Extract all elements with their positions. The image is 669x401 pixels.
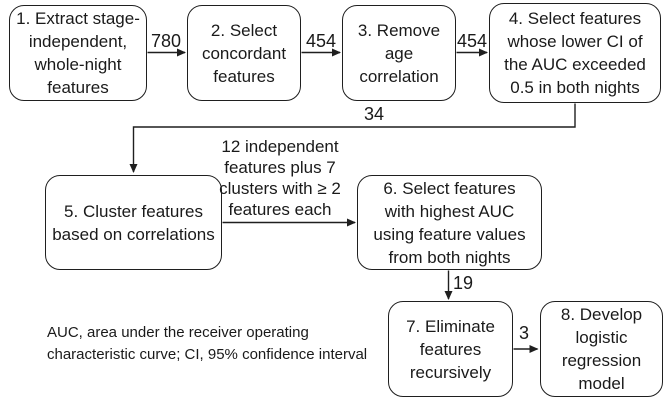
flow-step-6-select-highest-auc: 6. Select features with highest AUC usin… [357, 175, 542, 270]
edge-count-2-3: 454 [305, 31, 337, 51]
abbreviation-footnote: AUC, area under the receiver operating c… [47, 324, 368, 363]
flow-step-4-select-lower-ci: 4. Select features whose lower CI of the… [489, 3, 661, 103]
edge-annotation-5-6: 12 independent features plus 7 clusters … [219, 137, 341, 219]
edge-count-6-7: 19 [452, 273, 474, 293]
edge-count-4-5: 34 [363, 104, 385, 124]
edge-count-3-4: 454 [456, 31, 488, 51]
flow-step-1-extract-features: 1. Extract stage-independent, whole-nigh… [9, 5, 147, 101]
edge-count-1-2: 780 [150, 31, 182, 51]
flow-step-8-logistic-regression: 8. Develop logistic regression model [540, 301, 663, 397]
edge-count-7-8: 3 [518, 323, 530, 343]
flow-step-2-select-concordant: 2. Select concordant features [187, 5, 301, 101]
flow-step-3-remove-age-correlation: 3. Remove age correlation [342, 5, 456, 101]
flow-step-7-eliminate-recursively: 7. Eliminate features recursively [388, 301, 513, 397]
flow-step-5-cluster-features: 5. Cluster features based on correlation… [45, 175, 222, 270]
arrow-4-to-5 [129, 103, 576, 173]
